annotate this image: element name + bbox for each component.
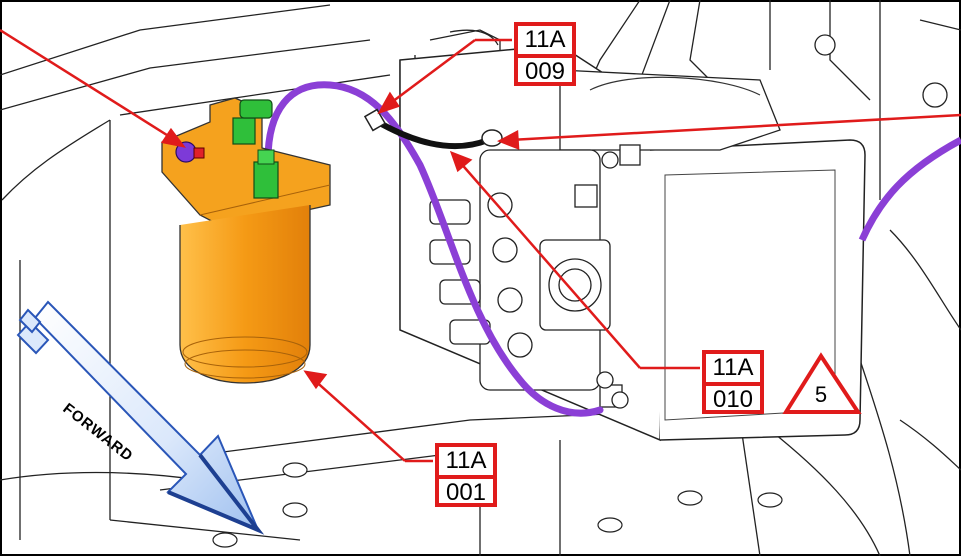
purple-hose [264, 81, 604, 417]
filter-canister [179, 205, 311, 384]
callout-group-label: 11A [706, 354, 760, 386]
hose-clamp [363, 108, 387, 132]
warning-triangle [782, 352, 862, 414]
callout-11a-009: 11A 009 [514, 22, 576, 86]
bracket-edge [199, 184, 331, 216]
valve-body [429, 34, 948, 409]
canister-band [184, 349, 306, 379]
upper-block-curve [589, 76, 761, 96]
purple-hose-right [858, 136, 961, 242]
warning-number: 5 [814, 382, 828, 407]
black-hose [375, 119, 491, 150]
filter-bracket [161, 97, 331, 229]
callout-11a-010: 11A 010 [702, 350, 764, 414]
callout-11a-001: 11A 001 [435, 443, 497, 507]
canister-band [182, 336, 308, 368]
bulkhead-fitting [481, 129, 503, 147]
callout-item-number: 001 [445, 479, 487, 506]
bottom-bolts [212, 462, 783, 548]
callout-item-number: 010 [712, 386, 754, 413]
forward-arrow [16, 300, 265, 535]
green-fittings [232, 99, 279, 199]
callout-item-number: 009 [524, 58, 566, 85]
callout-group-label: 11A [439, 447, 493, 479]
upper-block [559, 69, 781, 151]
callout-group-label: 11A [518, 26, 572, 58]
red-plug-cap [193, 147, 205, 159]
leader-lines [0, 28, 961, 463]
